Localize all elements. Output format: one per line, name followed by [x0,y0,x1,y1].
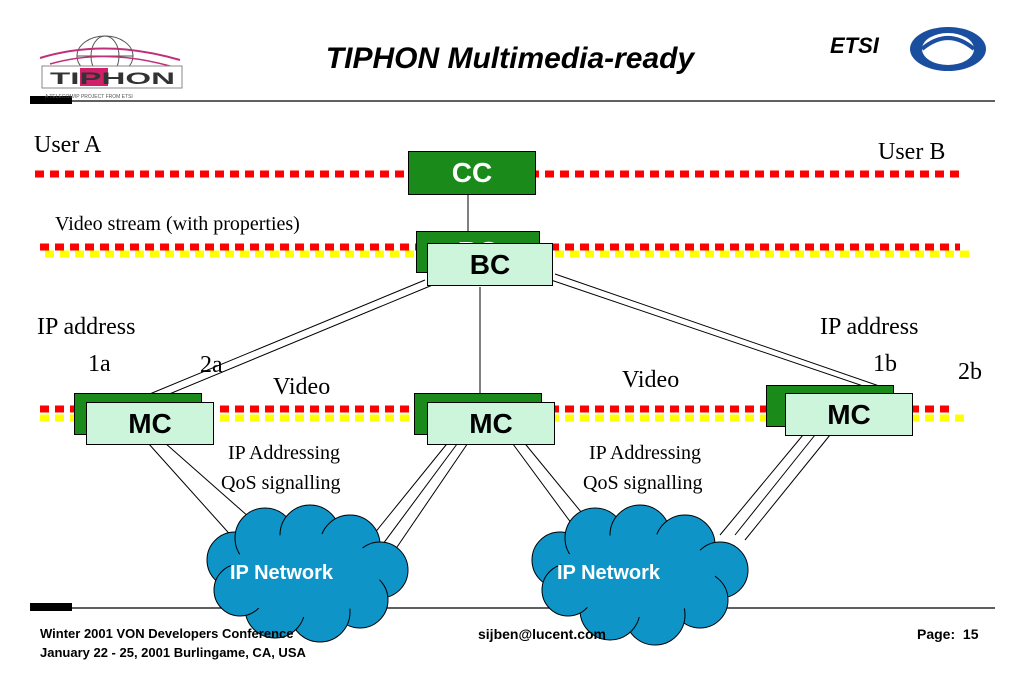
ip-addressing-right-label: IP Addressing [589,442,702,464]
bc-mc-links [139,273,886,403]
etsi-logo-text: ETSI [830,33,880,58]
qos-right-label: QoS signalling [583,472,703,494]
footer-page-number: 15 [962,626,979,642]
id-2a-label: 2a [200,352,223,378]
id-1a-label: 1a [88,351,111,377]
id-2b-label: 2b [958,359,982,385]
video-left-label: Video [273,374,331,400]
user-a-label: User A [34,132,102,158]
ip-network-cloud-left [206,504,409,643]
footer-page-label: Page: [917,626,956,642]
bc-node: BC [427,243,553,286]
tiphon-logo-tagline: A TELECOM/IP PROJECT FROM ETSI [45,94,133,100]
footer-email: sijben@lucent.com [478,626,607,642]
video-right-label: Video [622,367,680,393]
ip-network-cloud-right [531,504,749,646]
mc-left-node: MC [86,402,214,445]
mc-right-node: MC [785,393,913,436]
cc-node: CC [408,151,536,195]
tiphon-logo-text: TIPHON [50,69,175,88]
ip-address-right-label: IP address [820,314,919,340]
ip-network-right-label: IP Network [557,562,660,584]
ip-address-left-label: IP address [37,314,136,340]
id-1b-label: 1b [873,351,897,377]
page-title: TIPHON Multimedia-ready [325,42,695,75]
ip-network-left-label: IP Network [230,562,333,584]
video-stream-label: Video stream (with properties) [55,213,300,235]
etsi-logo: ETSI [830,25,990,75]
footer-conference-line: Winter 2001 VON Developers Conference [40,626,294,641]
footer-page: Page: 15 [917,626,978,642]
qos-left-label: QoS signalling [221,472,341,494]
ip-addressing-left-label: IP Addressing [228,442,341,464]
footer-date-line: January 22 - 25, 2001 Burlingame, CA, US… [40,645,306,660]
mc-center-node: MC [427,402,555,445]
header-accent-bar [30,96,72,104]
user-b-label: User B [878,139,946,165]
tiphon-logo: TIPHON A TELECOM/IP PROJECT FROM ETSI [30,28,190,103]
footer-accent-bar [30,603,72,611]
